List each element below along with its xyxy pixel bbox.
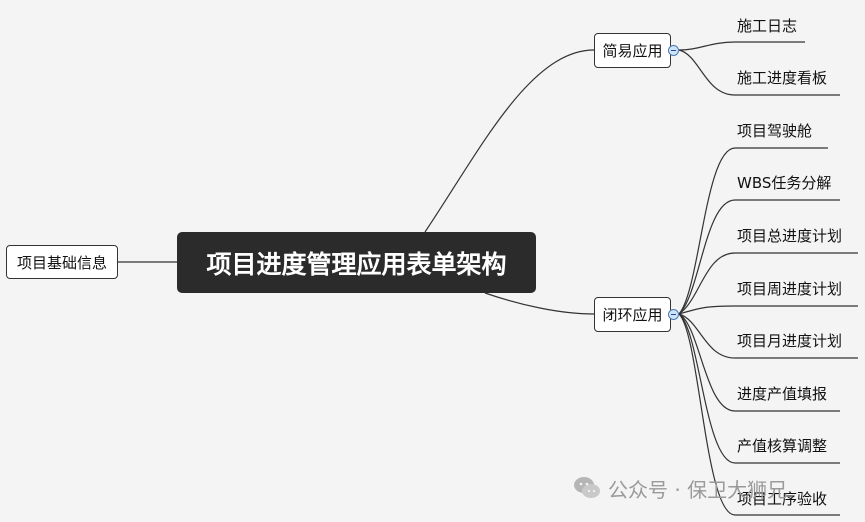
connector-child <box>678 313 840 516</box>
branch-closed-loop-app[interactable]: 闭环应用 <box>594 297 671 332</box>
connector-child <box>678 313 840 464</box>
watermark-text: 公众号 · 保卫大狮兄 <box>608 477 788 502</box>
connector-child <box>678 313 840 412</box>
connector-child <box>678 313 858 359</box>
leaf-monthly-schedule[interactable]: 项目月进度计划 <box>737 331 843 350</box>
leaf-output-report[interactable]: 进度产值填报 <box>737 384 828 403</box>
connector-simple <box>424 49 595 233</box>
connector-child <box>678 49 840 96</box>
leaf-master-schedule[interactable]: 项目总进度计划 <box>737 226 843 245</box>
node-project-basic-info[interactable]: 项目基础信息 <box>6 245 118 279</box>
wechat-icon <box>574 477 600 498</box>
connector-closed <box>484 292 595 315</box>
leaf-weekly-schedule[interactable]: 项目周进度计划 <box>737 279 843 298</box>
collapse-toggle-icon[interactable] <box>668 309 679 320</box>
watermark: 公众号 · 保卫大狮兄 <box>572 473 787 503</box>
leaf-construction-log[interactable]: 施工日志 <box>737 16 798 35</box>
connector-child <box>678 41 805 51</box>
connector-child <box>678 147 828 315</box>
leaf-wbs-breakdown[interactable]: WBS任务分解 <box>737 173 832 192</box>
connector-child <box>678 199 840 315</box>
branch-simple-app[interactable]: 简易应用 <box>594 33 671 68</box>
leaf-progress-board[interactable]: 施工进度看板 <box>737 68 828 87</box>
leaf-project-cockpit[interactable]: 项目驾驶舱 <box>737 121 813 140</box>
leaf-process-acceptance[interactable]: 项目工序验收 <box>737 489 828 508</box>
leaf-output-adjust[interactable]: 产值核算调整 <box>737 436 828 455</box>
connector-child <box>678 305 858 315</box>
collapse-toggle-icon[interactable] <box>668 45 679 56</box>
connector-child <box>678 252 858 315</box>
root-node[interactable]: 项目进度管理应用表单架构 <box>177 232 536 293</box>
